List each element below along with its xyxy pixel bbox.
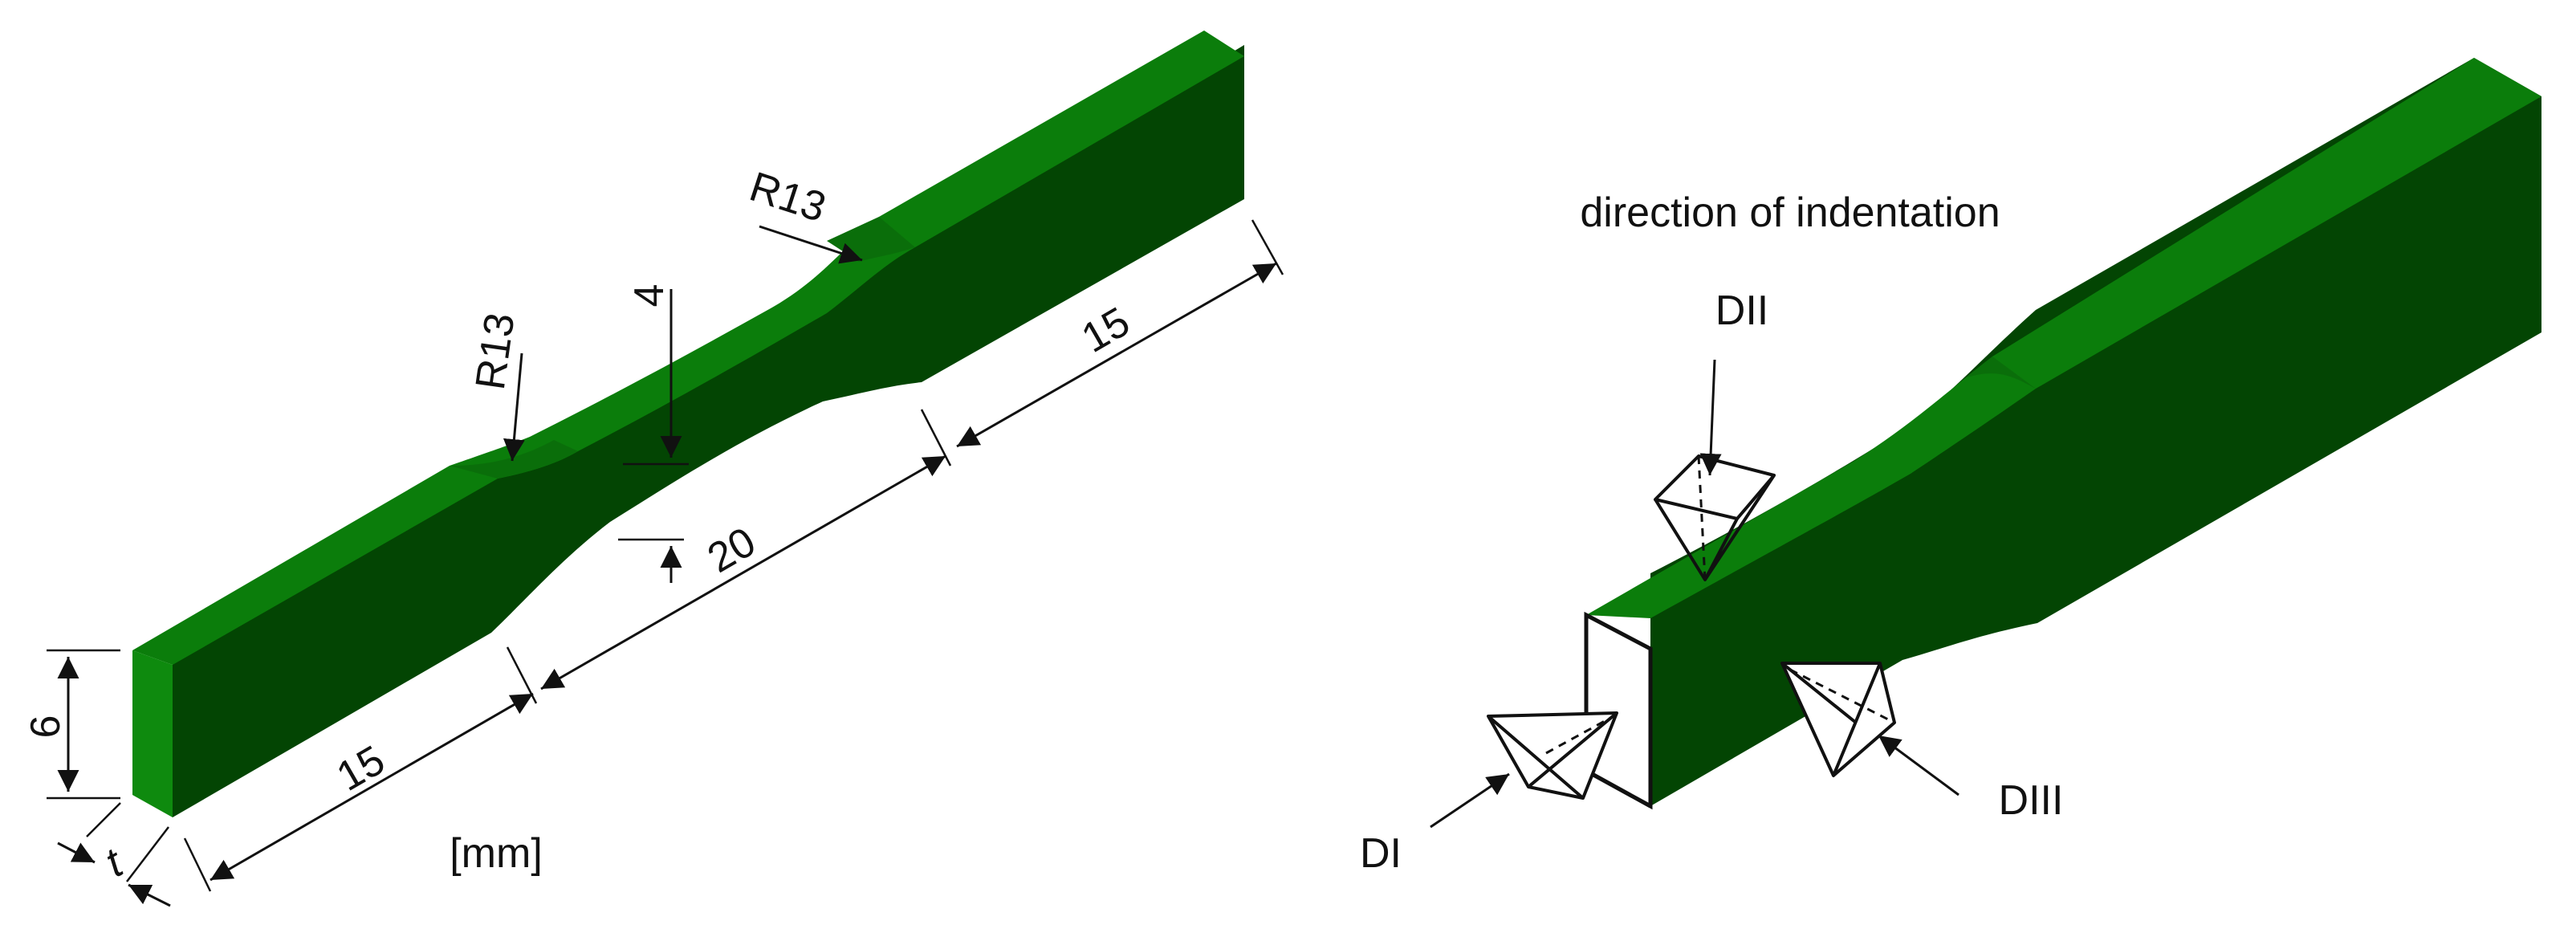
cut-specimen-fillet xyxy=(1967,356,2036,389)
specimen-top-face xyxy=(132,31,1244,665)
dim-15-left-label: 15 xyxy=(329,737,393,801)
dimension-thickness: t xyxy=(57,802,171,907)
dimension-width: 4 xyxy=(618,284,689,583)
radius-left-label: R13 xyxy=(467,310,524,393)
indenter-diii: DIII xyxy=(1780,662,2064,824)
dir-dii-label: DII xyxy=(1715,287,1768,334)
cut-specimen-side-face xyxy=(1650,58,2541,806)
direction-title: direction of indentation xyxy=(1580,189,2000,236)
dim-4-label: 4 xyxy=(626,284,673,308)
specimen-side-face xyxy=(173,45,1244,817)
dir-diii-label: DIII xyxy=(1999,777,2064,824)
dimension-height: 6 xyxy=(22,649,120,800)
dim-6-label: 6 xyxy=(22,715,69,739)
radius-left-callout: R13 xyxy=(467,310,525,462)
dim-t-label: t xyxy=(98,839,132,886)
cut-specimen-top-face xyxy=(1586,58,2541,618)
specimen-end-face xyxy=(132,650,173,817)
dim-20-label: 20 xyxy=(700,519,763,582)
specimen-right xyxy=(1584,58,2541,810)
unit-label: [mm] xyxy=(450,830,543,877)
specimen-left xyxy=(132,31,1244,817)
radius-right-label: R13 xyxy=(744,164,832,232)
indenter-dii: DII xyxy=(1654,287,1776,581)
indenter-di: DI xyxy=(1360,711,1618,877)
dir-di-label: DI xyxy=(1360,830,1402,877)
dim-15-right-label: 15 xyxy=(1074,299,1137,362)
